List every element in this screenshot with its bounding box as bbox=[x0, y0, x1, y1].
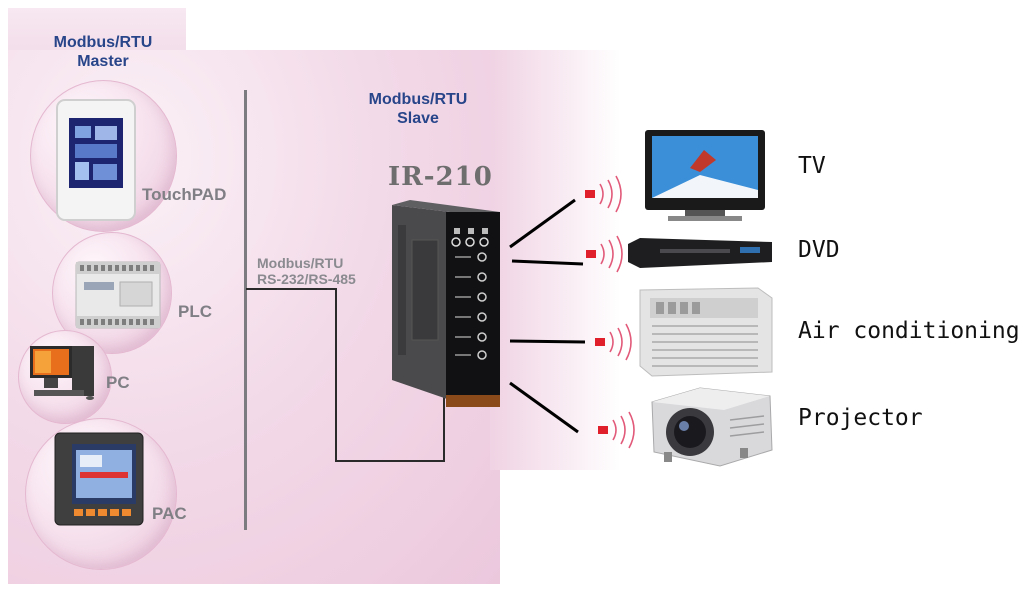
pac-label: PAC bbox=[152, 504, 187, 523]
bus-line bbox=[244, 90, 247, 530]
master-title: Modbus/RTU Master bbox=[28, 33, 178, 71]
link-label-line1: Modbus/RTU bbox=[257, 255, 344, 271]
master-title-line1: Modbus/RTU bbox=[53, 34, 153, 51]
touchpad-label: TouchPAD bbox=[142, 185, 227, 204]
ir-link-tv bbox=[509, 198, 576, 249]
link-label: Modbus/RTU RS-232/RS-485 bbox=[257, 255, 356, 287]
link-label-line2: RS-232/RS-485 bbox=[257, 271, 356, 287]
tv-label: TV bbox=[798, 153, 826, 179]
slave-title-line2: Slave bbox=[397, 110, 439, 127]
dvd-label: DVD bbox=[798, 237, 840, 263]
ir-emitter-dvd bbox=[586, 235, 623, 273]
ir-link-dvd bbox=[511, 259, 584, 266]
ir-emitter-aircon bbox=[595, 323, 632, 361]
ir-emitter-tv bbox=[585, 175, 622, 213]
plc-label: PLC bbox=[178, 302, 212, 321]
ir-link-projector bbox=[509, 381, 579, 434]
ir-link-aircon bbox=[509, 339, 586, 344]
slave-title-line1: Modbus/RTU bbox=[368, 91, 468, 108]
rs485-cable bbox=[246, 288, 445, 462]
device-model-label: IR-210 bbox=[388, 162, 493, 192]
pc-label: PC bbox=[106, 373, 130, 392]
slave-background-fade bbox=[490, 50, 620, 470]
master-title-line2: Master bbox=[77, 53, 129, 70]
projector-label: Projector bbox=[798, 405, 923, 431]
slave-title: Modbus/RTU Slave bbox=[343, 90, 493, 128]
ir-emitter-projector bbox=[598, 411, 635, 449]
air-conditioning-label: Air conditioning bbox=[798, 318, 1020, 344]
